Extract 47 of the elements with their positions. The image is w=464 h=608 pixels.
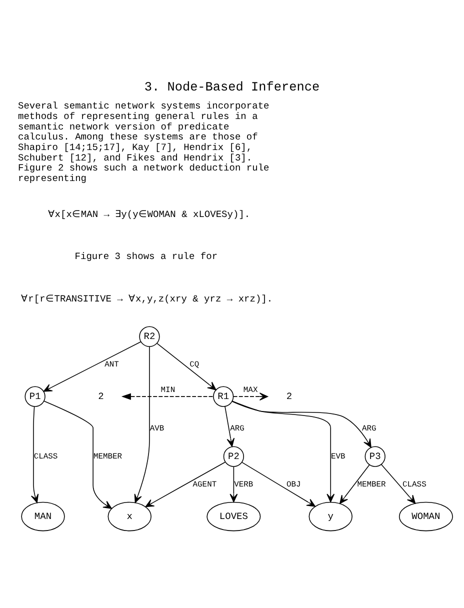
- node-circle: P3: [364, 446, 386, 467]
- node-circle: R2: [139, 326, 160, 347]
- edge-label: AGENT: [192, 480, 217, 490]
- edge-label: MEMBER: [357, 480, 386, 490]
- node-text: 2: [286, 391, 292, 402]
- node-ellipse: LOVES: [206, 502, 261, 532]
- edge-label: OBJ: [286, 480, 301, 490]
- edge-label: CQ: [190, 360, 200, 370]
- node-circle: P2: [223, 446, 244, 467]
- edge-label: MIN: [160, 386, 176, 395]
- edge-label: MAX: [243, 386, 258, 395]
- arrow: [156, 343, 216, 390]
- edge-label: EVB: [331, 452, 346, 462]
- edge-label: ARG: [362, 424, 376, 434]
- arrow: [242, 462, 316, 507]
- edge-label: MEMBER: [93, 452, 122, 462]
- node-ellipse: x: [108, 502, 152, 532]
- node-circle: R1: [213, 386, 234, 407]
- arrow: [134, 346, 150, 504]
- arrow: [230, 466, 238, 502]
- label: Several semantic network systems incorporate methods of representing general rules in a semantic network version of predicate calculus. Among these systems are those of Shapiro [14;15;17], Kay [7], Hendrix [6], Schubert [12], and Fikes and Hendrix [3]. Figure 2 shows such a network deduction rule representing: [18, 100, 270, 184]
- arrow: [43, 341, 142, 392]
- arrow: [121, 393, 214, 400]
- edge-label: VERB: [234, 480, 254, 490]
- arrow: [232, 400, 335, 502]
- label: ∀r[r∈TRANSITIVE → ∀x,y,z(xry & yrz → xrz)].: [21, 293, 273, 304]
- arrow: [232, 392, 268, 401]
- node-text: 2: [98, 391, 104, 402]
- arrow: [44, 400, 112, 509]
- edge-label: ANT: [104, 360, 119, 370]
- node-ellipse: WOMAN: [398, 502, 453, 532]
- edge-label: CLASS: [34, 452, 58, 462]
- edge-label: AVB: [150, 424, 164, 434]
- label: ∀x[x∈MAN → ∃y(y∈WOMAN & xLOVESy)].: [48, 209, 250, 220]
- node-circle: P1: [24, 386, 46, 407]
- arrow: [224, 406, 235, 447]
- node-ellipse: MAN: [21, 502, 65, 532]
- arrow: [380, 464, 416, 504]
- edge-label: CLASS: [402, 480, 426, 490]
- edge-label: ARG: [230, 424, 244, 434]
- diagram-title: 3. Node-Based Inference: [144, 80, 320, 95]
- arrow: [30, 406, 39, 503]
- arrow: [340, 464, 370, 504]
- arrow: [232, 401, 372, 448]
- label: Figure 3 shows a rule for: [74, 251, 218, 262]
- arrow: [145, 462, 226, 508]
- node-ellipse: y: [308, 502, 352, 532]
